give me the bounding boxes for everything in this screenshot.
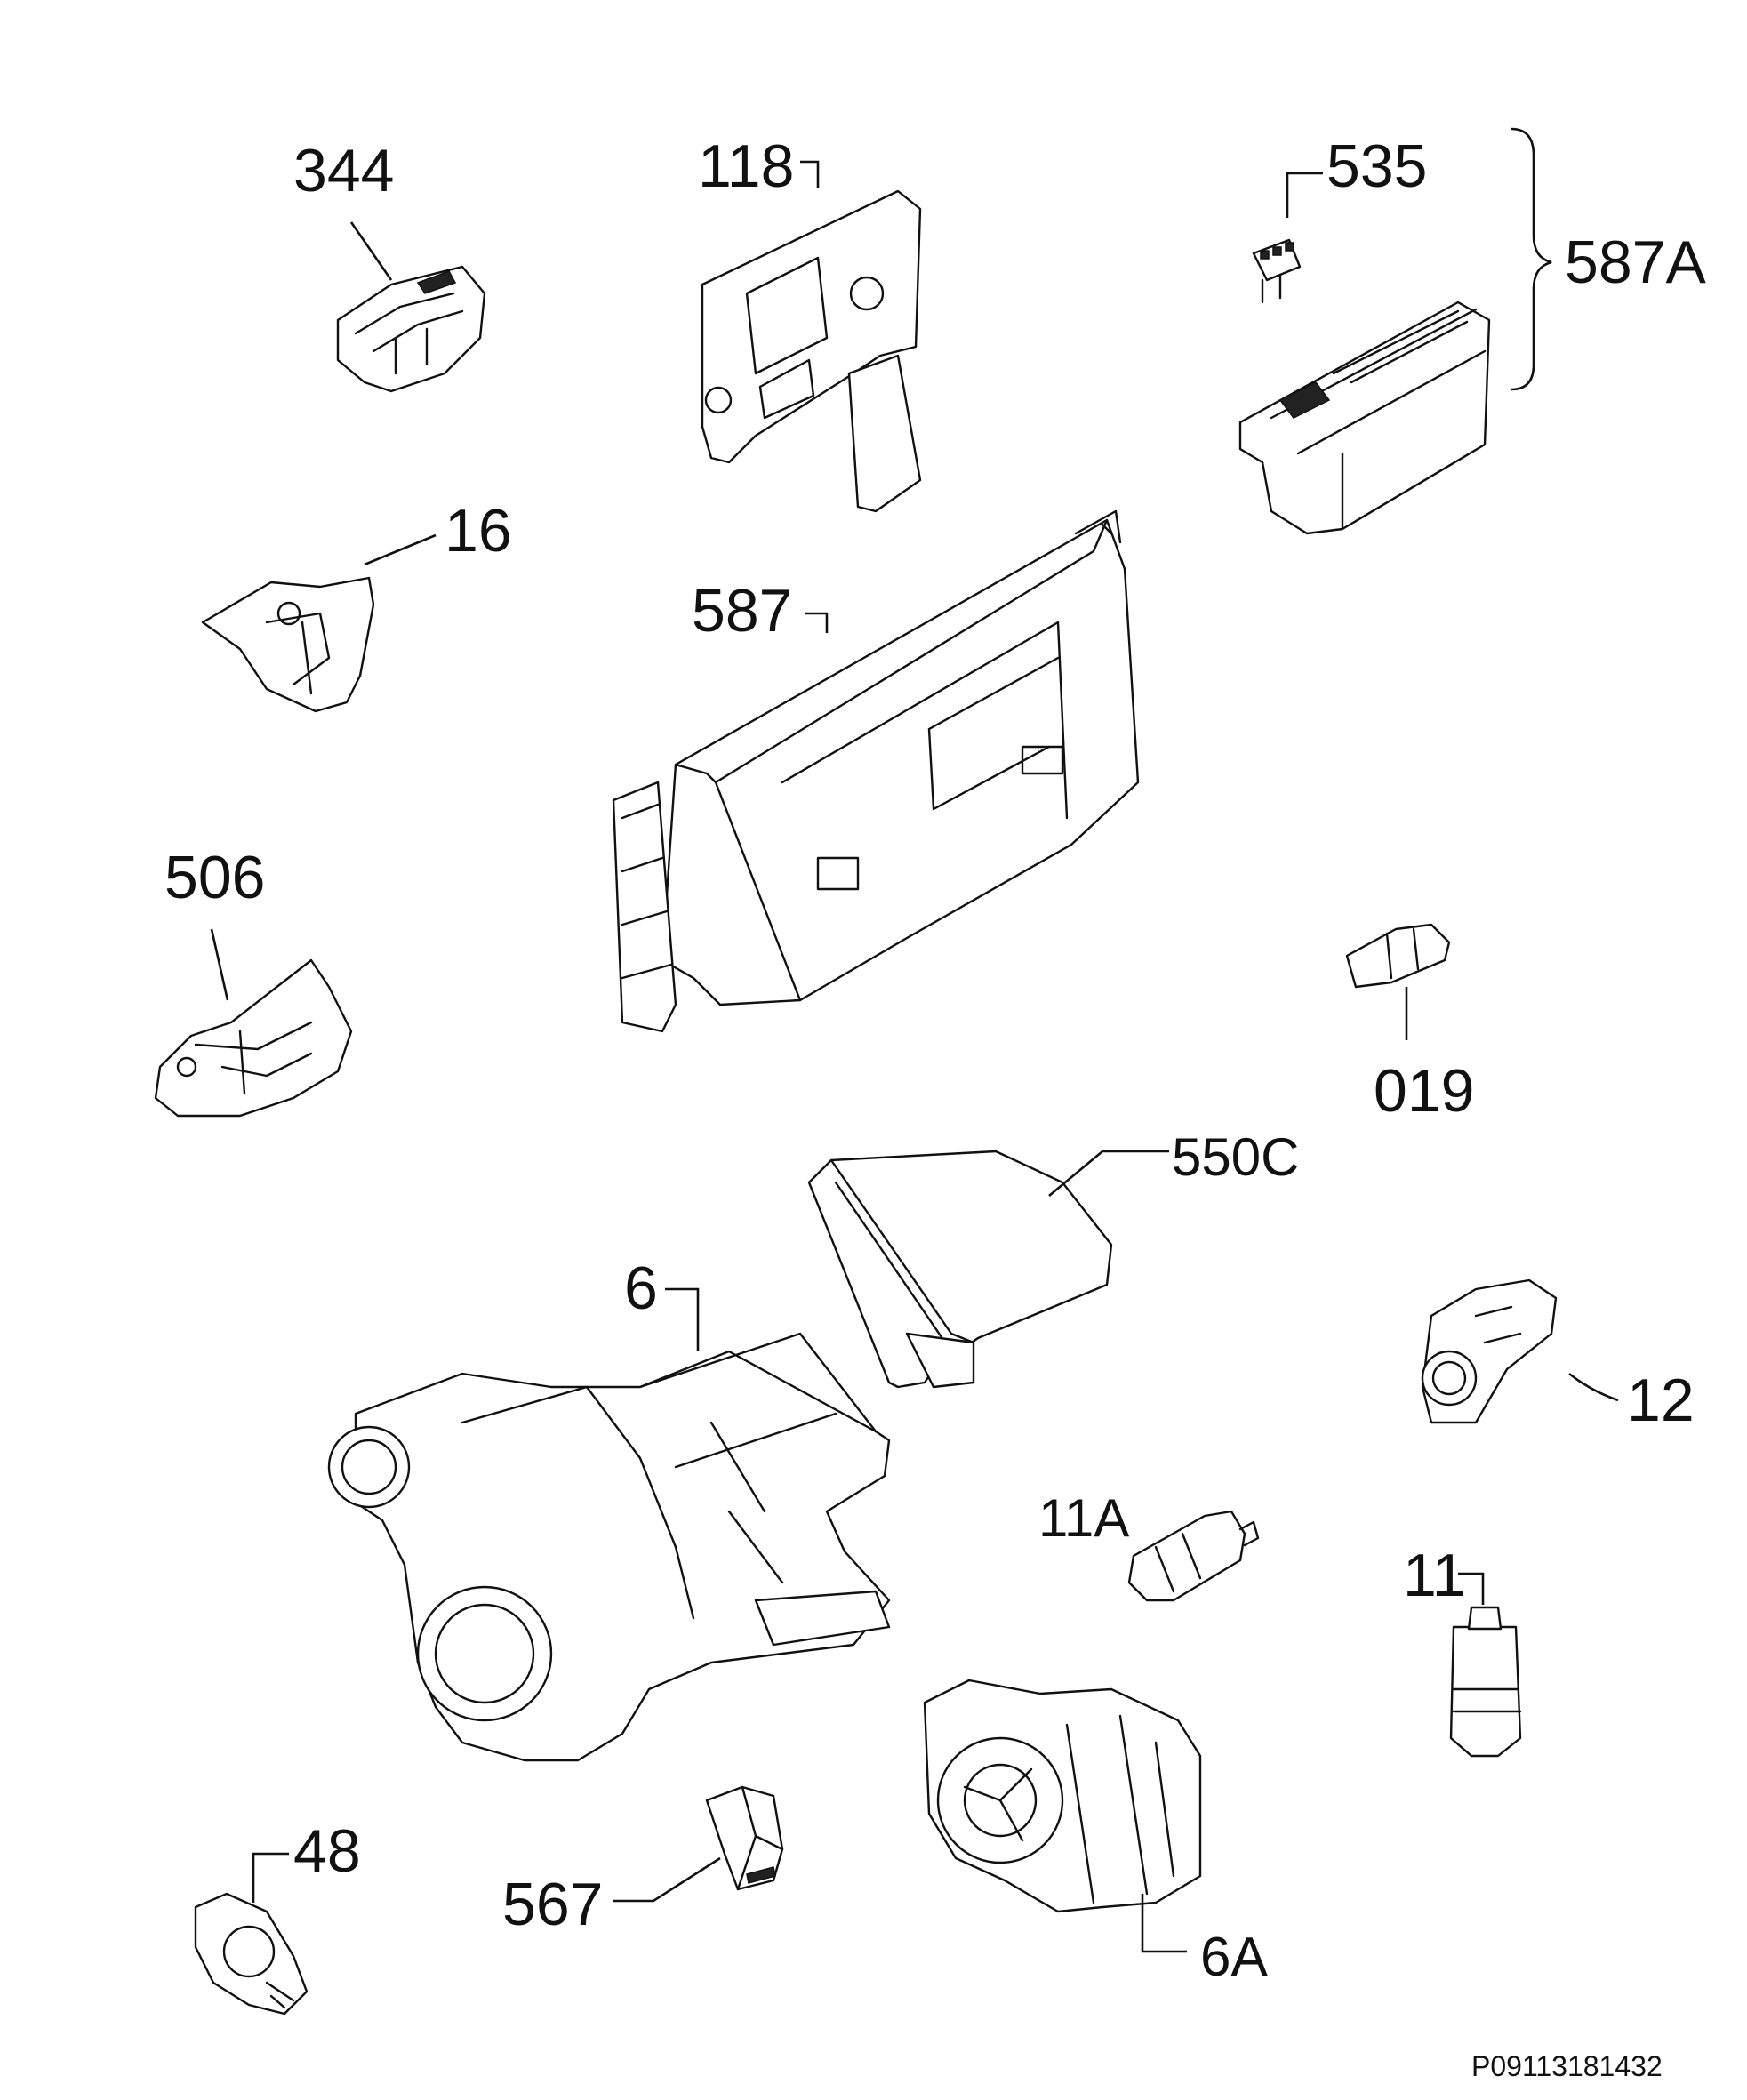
leader-12 [1568, 1372, 1619, 1402]
part-587A [1238, 301, 1491, 535]
label-16: 16 [445, 497, 512, 565]
leader-48 [252, 1852, 289, 1903]
label-550C: 550C [1172, 1127, 1299, 1187]
leader-6A [1141, 1894, 1187, 1953]
part-6A [923, 1679, 1202, 1913]
part-16 [201, 576, 375, 713]
label-506: 506 [164, 844, 265, 911]
leader-344 [349, 221, 393, 281]
label-535: 535 [1326, 132, 1427, 200]
part-506 [154, 958, 353, 1118]
label-48: 48 [293, 1817, 361, 1885]
part-019 [1345, 923, 1451, 989]
part-550C [807, 1150, 1113, 1389]
label-587: 587 [692, 577, 792, 645]
leader-6 [665, 1287, 700, 1351]
leader-118 [800, 160, 820, 188]
leader-16 [364, 533, 437, 566]
label-12: 12 [1627, 1367, 1695, 1434]
label-587A: 587A [1565, 228, 1706, 296]
leader-587 [805, 612, 829, 633]
part-6 [327, 1332, 891, 1762]
leader-11 [1458, 1572, 1485, 1605]
part-12 [1421, 1278, 1558, 1424]
part-567 [705, 1785, 784, 1891]
leader-535 [1286, 172, 1323, 218]
part-48 [194, 1892, 309, 2016]
reference-code: P09113181432 [1471, 2050, 1663, 2082]
label-11: 11 [1403, 1542, 1466, 1609]
part-11 [1449, 1606, 1522, 1758]
label-6A: 6A [1200, 1927, 1268, 1988]
leader-550C [1048, 1150, 1169, 1197]
label-118: 118 [698, 132, 794, 200]
label-567: 567 [502, 1871, 603, 1938]
label-019: 019 [1374, 1057, 1474, 1125]
leader-506 [210, 928, 229, 1001]
label-344: 344 [293, 137, 394, 204]
label-11A: 11A [1038, 1488, 1129, 1548]
brace-587A [1511, 127, 1552, 391]
part-11A [1127, 1510, 1260, 1602]
part-344 [336, 265, 486, 393]
part-587 [612, 509, 1140, 1033]
part-118 [701, 189, 922, 513]
label-6: 6 [624, 1254, 658, 1322]
leader-567 [613, 1856, 721, 1903]
part-535 [1252, 238, 1302, 304]
